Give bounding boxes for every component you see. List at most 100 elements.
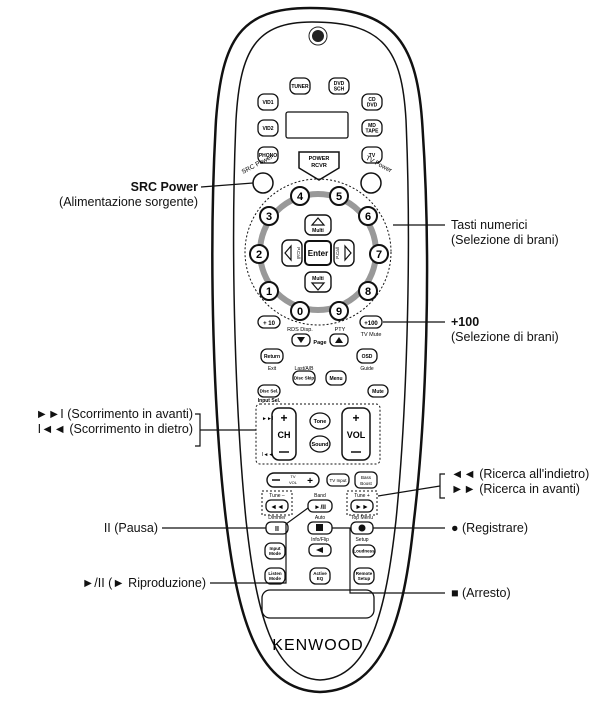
tone-button[interactable] (309, 412, 331, 430)
svg-text:VOL: VOL (289, 480, 298, 485)
svg-text:►►I: ►►I (262, 416, 273, 422)
phono-button[interactable] (257, 146, 279, 164)
tuner-button[interactable] (289, 77, 311, 95)
top-menu-label: Top Menu (351, 515, 373, 521)
numeric-ring-dashed (244, 178, 392, 326)
active-eq-button[interactable] (309, 567, 331, 585)
src-power-desc: (Alimentazione sorgente) (59, 195, 198, 209)
svg-text:Bass: Bass (361, 475, 372, 480)
digit-0-label: 0 (297, 306, 303, 318)
digit-5-button[interactable] (329, 186, 349, 206)
plus10-button[interactable] (257, 315, 281, 329)
tv-mute-label: TV Mute (361, 332, 382, 338)
nav-left-label: P.Call (296, 247, 301, 258)
tv-input-button[interactable] (326, 473, 350, 487)
play-callout: ►/II (► Riproduzione) (81, 576, 206, 590)
tune-plus-label: Tune + (354, 493, 370, 499)
nav-right-button[interactable] (333, 239, 355, 267)
play-pause-button[interactable] (307, 499, 333, 513)
nav-down-label: Multi (312, 276, 324, 282)
digit-2-button[interactable] (249, 244, 269, 264)
search-callout: ◄◄ (Ricerca all'indietro) ►► (Ricerca in… (451, 467, 589, 497)
sound-button[interactable] (309, 435, 331, 453)
vol-rocker[interactable] (341, 407, 371, 461)
disc-skip-button[interactable] (292, 370, 316, 386)
vid1-button[interactable] (257, 93, 279, 111)
search-back-desc: ◄◄ (Ricerca all'indietro) (451, 467, 590, 481)
ch-rocker[interactable] (271, 407, 297, 461)
last-ab-label: Last/A/B (295, 366, 315, 372)
disc-sel-button-label: Disc Sel. (260, 389, 279, 394)
digit-8-label: 8 (365, 286, 371, 298)
numeric-desc: (Selezione di brani) (451, 233, 559, 247)
enter-label: Enter (308, 249, 328, 258)
plus100-button[interactable] (359, 315, 383, 329)
tv-vol-rocker[interactable] (266, 472, 320, 488)
digit-3-label: 3 (266, 211, 272, 223)
dimmer-label: Dimmer (268, 515, 286, 521)
input-mode-button-label: Input (270, 546, 281, 551)
digit-1-button[interactable] (259, 281, 279, 301)
remote-setup-button[interactable] (353, 567, 375, 585)
dvd-sch-button[interactable] (328, 77, 350, 95)
src-power-button[interactable] (252, 172, 274, 194)
svg-text:+: + (307, 476, 313, 487)
enter-button[interactable] (304, 240, 332, 266)
plus100-title: +100 (451, 315, 480, 329)
return-button[interactable] (260, 348, 284, 364)
active-eq-button-label: EQ (317, 576, 324, 581)
digit-6-button[interactable] (358, 206, 378, 226)
md-tape-button[interactable] (361, 119, 383, 137)
cd-dvd-button[interactable] (361, 93, 383, 111)
power-rcvr-button[interactable] (298, 151, 340, 181)
plus100-desc: (Selezione di brani) (451, 330, 559, 344)
bass-boost-button[interactable] (354, 471, 378, 489)
plus100-callout: +100 (Selezione di brani) (451, 315, 559, 345)
disc-sel-button[interactable] (257, 384, 281, 398)
digit-7-button[interactable] (369, 244, 389, 264)
pty-label: PTY (335, 327, 346, 333)
osd-button-label: OSD (362, 354, 373, 360)
digit-1-label: 1 (266, 286, 272, 298)
md-tape-button-label: TAPE (366, 129, 380, 135)
disc-skip-button-label: Disc Skip (294, 376, 315, 381)
remote-setup-button-label: Setup (358, 576, 371, 581)
listen-mode-button[interactable] (264, 567, 286, 585)
ch-vol-dashed-box (255, 403, 381, 465)
tv-power-button[interactable] (360, 172, 382, 194)
page-label: Page (313, 340, 326, 346)
nav-up-label: Multi (312, 228, 324, 234)
menu-button[interactable] (325, 370, 347, 386)
digit-9-button[interactable] (329, 301, 349, 321)
nav-down-button[interactable] (304, 271, 332, 293)
digit-3-button[interactable] (259, 206, 279, 226)
cd-dvd-button-label: DVD (367, 103, 378, 109)
nav-left-button[interactable] (281, 239, 303, 267)
mute-button[interactable] (367, 384, 389, 398)
digit-8-button[interactable] (358, 281, 378, 301)
phono-button-label: PHONO (259, 153, 277, 159)
fast-forward-button[interactable] (350, 499, 374, 513)
loudness-button[interactable] (352, 544, 376, 558)
tv-button[interactable] (361, 146, 383, 164)
vid2-button-label: VID2 (262, 126, 273, 132)
vol-label: VOL (347, 430, 366, 440)
setup-label: Setup (355, 537, 368, 543)
tune-minus-dashed-box (261, 490, 293, 516)
menu-button-label: Menu (329, 376, 342, 382)
digit-0-button[interactable] (290, 301, 310, 321)
digit-4-label: 4 (297, 191, 304, 203)
vid2-button[interactable] (257, 119, 279, 137)
input-mode-button[interactable] (264, 542, 286, 560)
rds-disp-label: RDS Disp. (287, 327, 313, 333)
tuner-button-label: TUNER (291, 84, 309, 90)
rewind-button[interactable] (265, 499, 289, 513)
skip-back-desc: I◄◄ (Scorrimento in dietro) (37, 422, 193, 436)
remote-setup-button-label: Remote (356, 571, 373, 576)
numeric-callout: Tasti numerici (Selezione di brani) (451, 218, 559, 248)
digit-4-button[interactable] (290, 186, 310, 206)
svg-text:►/II: ►/II (314, 504, 326, 511)
search-forward-desc: ►► (Ricerca in avanti) (451, 482, 580, 496)
osd-button[interactable] (356, 348, 378, 364)
svg-text:+: + (352, 411, 359, 425)
